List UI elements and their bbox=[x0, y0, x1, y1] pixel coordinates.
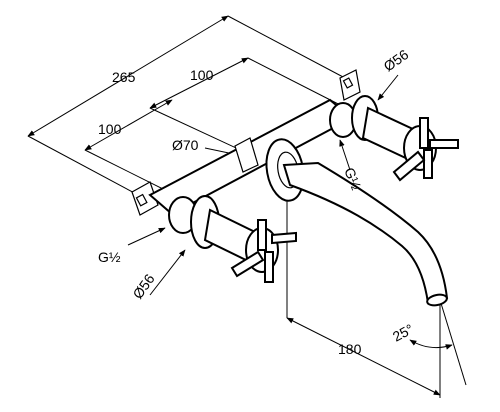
mount-hole-right bbox=[342, 77, 354, 89]
spout-outlet bbox=[426, 293, 448, 307]
label-overall-width: 265 bbox=[112, 69, 136, 85]
angle-arc-25 bbox=[409, 339, 453, 350]
dim-line-265 bbox=[27, 15, 229, 137]
body-connector bbox=[234, 137, 259, 173]
handle-left-arm-left bbox=[230, 250, 265, 278]
label-rosette-diameter: Ø70 bbox=[172, 137, 199, 153]
handle-left-arm-top bbox=[257, 219, 267, 251]
ext-line-265-right bbox=[227, 15, 346, 79]
leader-phi56-right bbox=[377, 74, 399, 101]
handle-right-arm-right bbox=[429, 139, 459, 149]
dim-line-100-back bbox=[149, 57, 249, 109]
ext-line-100-back-right bbox=[247, 57, 351, 111]
handle-right-arm-left bbox=[392, 150, 426, 182]
spout-assembly bbox=[265, 138, 449, 307]
leader-g12-right bbox=[339, 139, 351, 171]
label-handle-diameter-left: Ø56 bbox=[129, 271, 157, 302]
spout-pipe bbox=[282, 161, 449, 305]
label-thread-right: G½ bbox=[341, 165, 364, 192]
handle-right bbox=[351, 95, 459, 182]
dim-line-180 bbox=[286, 317, 441, 396]
handle-left-arm-bottom bbox=[264, 251, 274, 283]
label-spacing-front: 100 bbox=[98, 121, 122, 137]
leader-phi56-left bbox=[149, 249, 186, 296]
label-handle-diameter-right: Ø56 bbox=[381, 46, 412, 74]
dim-line-100-front bbox=[84, 99, 173, 151]
ext-line-265-left bbox=[27, 135, 141, 197]
mount-hole-left bbox=[135, 193, 148, 207]
label-spacing-back: 100 bbox=[190, 67, 214, 83]
dimension-lines bbox=[27, 15, 467, 398]
angle-line-25 bbox=[439, 299, 467, 386]
handle-right-arm-bottom bbox=[423, 149, 433, 179]
handle-left-arm-right bbox=[271, 231, 297, 245]
faucet-body bbox=[131, 69, 361, 234]
label-thread-left: G½ bbox=[98, 249, 121, 265]
handle-left bbox=[190, 195, 297, 283]
handle-right-arm-top bbox=[419, 117, 429, 149]
label-spout-projection: 180 bbox=[338, 341, 362, 357]
leader-g12-left bbox=[127, 227, 166, 246]
